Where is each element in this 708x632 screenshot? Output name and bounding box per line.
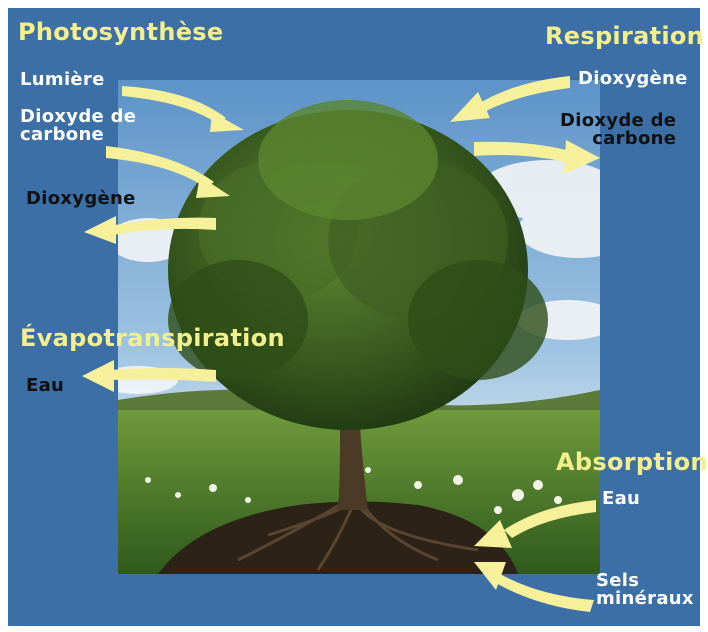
arrow-lumiere <box>122 86 244 132</box>
label-eau-absorption: Eau <box>602 490 640 508</box>
title-absorption: Absorption <box>556 450 708 474</box>
arrow-eau-absorption <box>474 500 596 548</box>
title-respiration: Respiration <box>545 24 704 48</box>
arrow-sels <box>474 562 594 612</box>
label-dioxygene-in: Dioxygène <box>578 70 688 88</box>
label-sels-mineraux: Sels minéraux <box>596 572 694 609</box>
label-lumiere: Lumière <box>20 71 105 89</box>
label-dioxygene-out: Dioxygène <box>26 190 136 208</box>
label-dioxyde-carbone-in: Dioxyde de carbone <box>20 108 136 145</box>
title-photosynthese: Photosynthèse <box>18 20 223 44</box>
arrow-dioxygene-out <box>84 216 216 244</box>
title-evapotranspiration: Évapotranspiration <box>20 326 285 350</box>
arrow-eau-evapo <box>82 360 216 392</box>
label-dioxyde-carbone-out: Dioxyde de carbone <box>560 112 676 149</box>
arrow-dioxygene-in <box>450 76 570 122</box>
label-eau-evapo: Eau <box>26 377 64 395</box>
